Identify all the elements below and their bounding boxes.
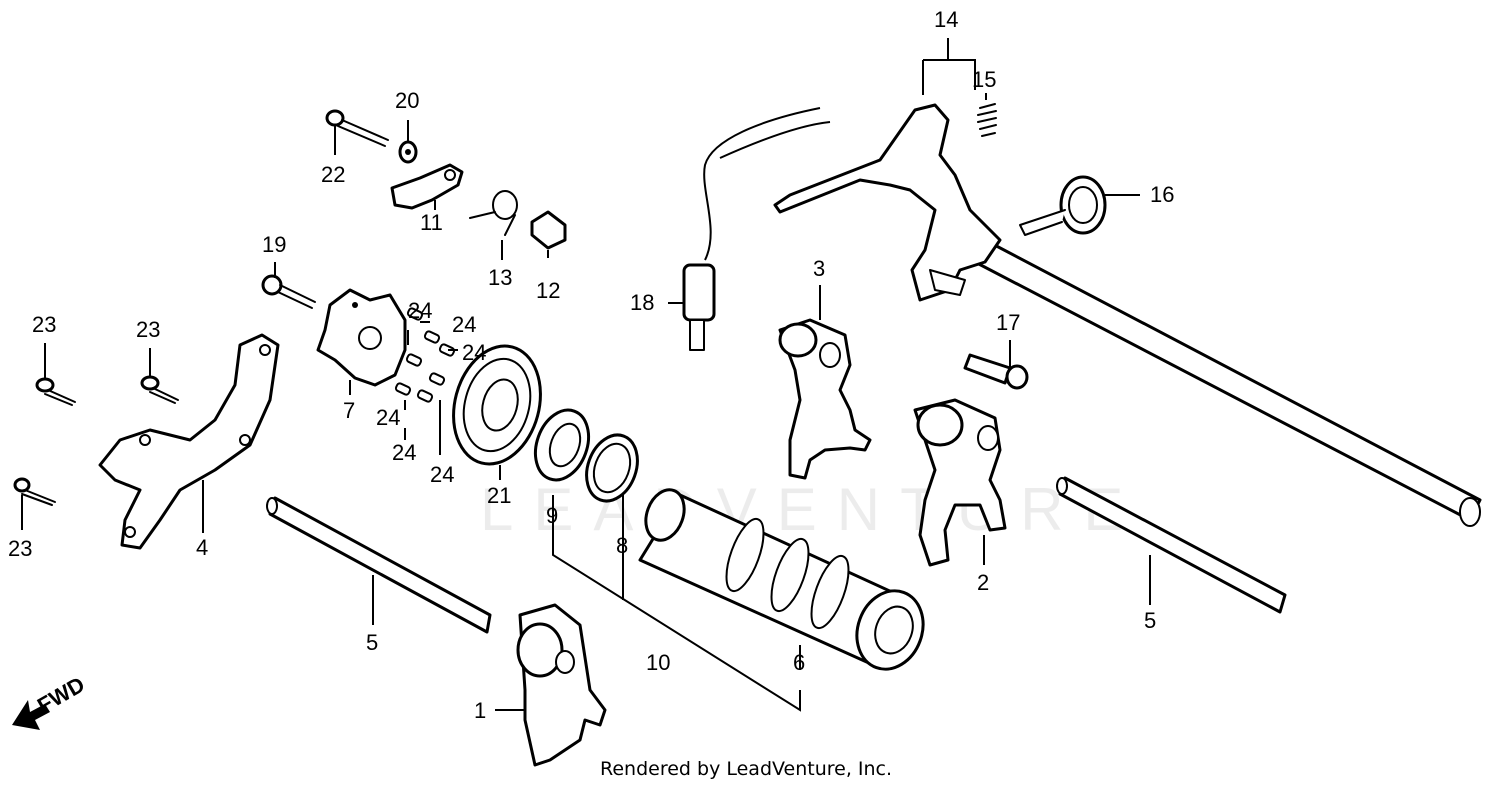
- callout-24a: 24: [408, 298, 432, 323]
- part-24-pins: [394, 307, 456, 403]
- part-21-bearing: [452, 344, 542, 466]
- part-1-shift-fork: [516, 603, 607, 767]
- part-22-bolt: [325, 109, 389, 147]
- part-2-shift-fork: [913, 398, 1007, 567]
- part-13-spring: [469, 190, 518, 236]
- part-11-stopper-arm: [390, 163, 464, 210]
- part-9-collar: [533, 408, 591, 482]
- leader-lines: [21, 38, 1151, 712]
- callout-21: 21: [487, 483, 511, 508]
- part-6-shift-drum: [638, 488, 925, 671]
- part-17-bolt: [963, 353, 1029, 390]
- callout-13: 13: [488, 265, 512, 290]
- callout-22: 22: [321, 162, 345, 187]
- callout-5a: 5: [366, 630, 378, 655]
- callout-24b: 24: [452, 312, 476, 337]
- callout-23a: 23: [32, 312, 56, 337]
- callout-9: 9: [546, 503, 558, 528]
- callout-10: 10: [646, 650, 670, 675]
- callout-23c: 23: [8, 536, 32, 561]
- callout-24c: 24: [462, 340, 486, 365]
- callout-2: 2: [977, 570, 989, 595]
- fwd-arrow: FWD: [12, 672, 89, 730]
- callout-11: 11: [420, 210, 443, 235]
- callout-3: 3: [813, 256, 825, 281]
- callout-17: 17: [996, 310, 1020, 335]
- part-14-shift-spindle: [773, 103, 1482, 527]
- callout-5b: 5: [1144, 608, 1156, 633]
- callout-4: 4: [196, 535, 208, 560]
- part-19-bolt: [261, 274, 316, 309]
- part-18-neutral-switch: [682, 107, 831, 351]
- part-7-stopper-plate: [316, 288, 407, 387]
- callout-16: 16: [1150, 182, 1174, 207]
- part-20-washer: [398, 140, 418, 164]
- callout-23b: 23: [136, 317, 160, 342]
- part-23-screw-b: [140, 375, 179, 404]
- callout-15: 15: [972, 67, 996, 92]
- fwd-label: FWD: [33, 672, 89, 719]
- callout-labels: 1 2 3 4 5 5 6 7 8 9 10 11 12 13 14 15 16…: [8, 7, 1174, 723]
- part-23-screw-a: [35, 377, 76, 406]
- part-8-snap-ring: [585, 433, 639, 503]
- part-15-spring: [977, 103, 997, 137]
- callout-6: 6: [793, 650, 805, 675]
- part-3-shift-fork: [778, 318, 872, 480]
- callout-18: 18: [630, 290, 654, 315]
- part-5-shaft-left: [266, 496, 492, 634]
- callout-14: 14: [934, 7, 958, 32]
- watermark-text: LEADVENTURE: [480, 476, 1143, 543]
- part-5-shaft-right: [1056, 476, 1287, 614]
- callout-12: 12: [536, 278, 560, 303]
- callout-1: 1: [474, 698, 486, 723]
- callout-24f: 24: [430, 462, 454, 487]
- part-4-plate: [98, 333, 280, 550]
- part-12-collar: [530, 210, 567, 250]
- part-16-return-spring: [1019, 175, 1107, 236]
- callout-8: 8: [616, 533, 628, 558]
- callout-7: 7: [343, 398, 355, 423]
- callout-24e: 24: [392, 440, 416, 465]
- credit-text: Rendered by LeadVenture, Inc.: [600, 758, 892, 780]
- callout-24d: 24: [376, 405, 400, 430]
- part-23-screw-c: [13, 477, 56, 506]
- callout-19: 19: [262, 232, 286, 257]
- callout-20: 20: [395, 88, 419, 113]
